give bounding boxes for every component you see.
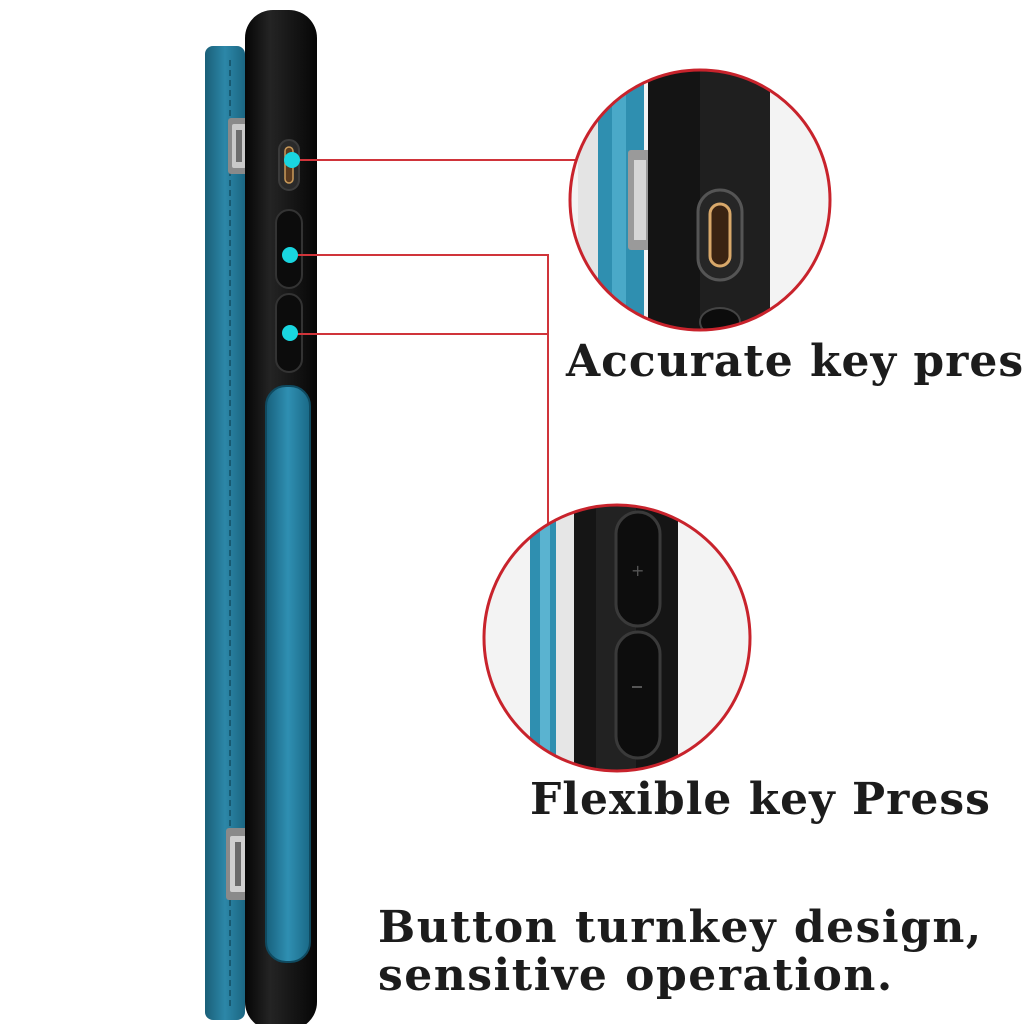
caption-line-2: sensitive operation. <box>378 950 894 1001</box>
marker-charging-port <box>284 152 300 168</box>
zoomed-volume-down <box>614 630 662 760</box>
svg-text:+: + <box>631 561 644 580</box>
magnifier-callout-icon <box>568 68 832 332</box>
callout-line-volume-up <box>292 254 549 538</box>
caption-line-1: Button turnkey design, <box>378 902 983 953</box>
magnifier-callout-icon: + <box>482 503 752 773</box>
caption-flexible-key-press: Flexible key Press <box>530 774 991 825</box>
marker-volume-up <box>282 247 298 263</box>
phone-case <box>205 10 317 1024</box>
marker-volume-down <box>282 325 298 341</box>
metal-clasp-bottom <box>226 828 250 900</box>
wallet-back-panel <box>205 46 245 1020</box>
zoomed-volume-up <box>614 510 662 628</box>
caption-button-design: Button turnkey design, sensitive operati… <box>378 904 983 1000</box>
metal-clasp-top <box>228 118 250 174</box>
caption-accurate-key-press: Accurate key press <box>566 336 1024 387</box>
card-slot-strip <box>265 385 311 963</box>
callout-lines <box>292 159 575 538</box>
